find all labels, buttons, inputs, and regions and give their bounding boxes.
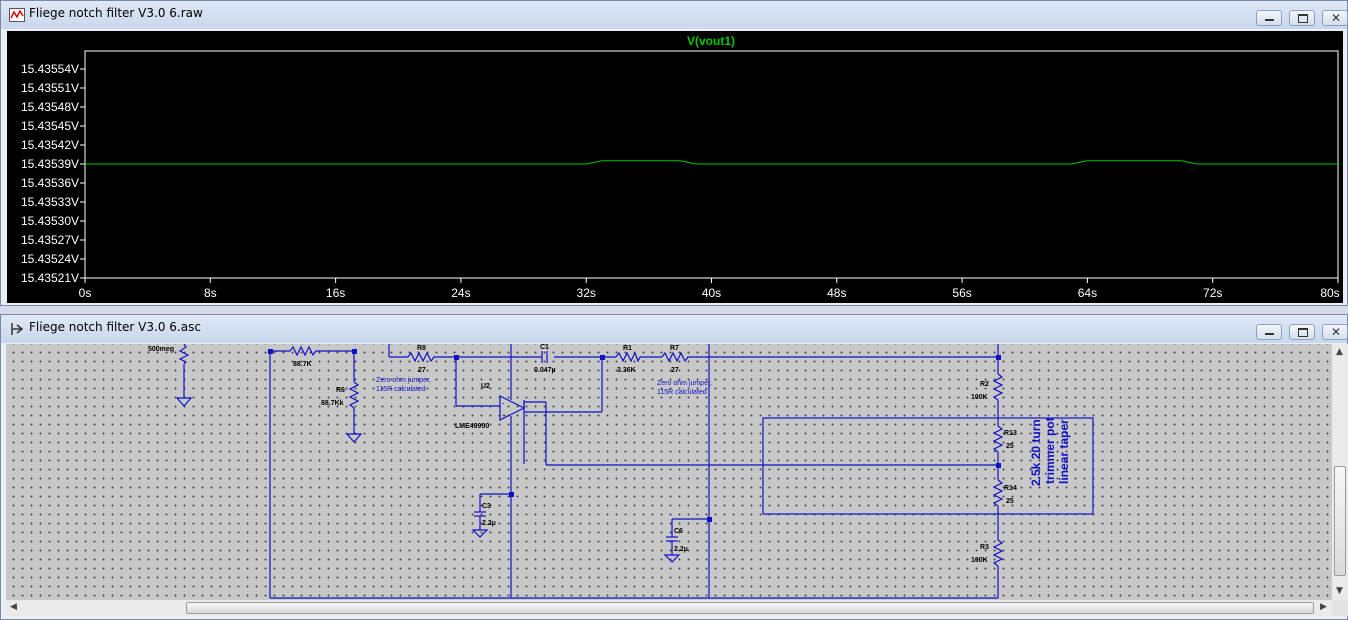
label-r13-value: 25 [1006, 443, 1014, 450]
x-tick-label: 16s [326, 286, 345, 300]
label-c1-value: 0.047µ [534, 367, 556, 374]
waveform-window-title: Fliege notch filter V3.0 6.raw [29, 6, 203, 20]
x-axis: 0s 8s 16s 24s 32s 40s 48s 56s 64s 72s 80s [79, 278, 1340, 300]
label-r-top-value: 88.7K [293, 361, 312, 368]
scroll-down-icon[interactable]: ▼ [1336, 586, 1343, 596]
note1-line2: 115R calculated [376, 386, 426, 393]
opamp-minus: - [502, 401, 505, 408]
y-tick-label: 15.43551V [21, 81, 79, 95]
scroll-up-icon[interactable]: ▲ [1336, 347, 1343, 357]
vertical-scrollbar[interactable]: ▲ ▼ [1332, 344, 1348, 600]
horizontal-scrollbar[interactable]: ◀ ▶ [6, 600, 1332, 616]
minimize-button[interactable] [1256, 324, 1282, 340]
y-tick-label: 15.43533V [21, 195, 79, 209]
schematic-app-icon [11, 323, 24, 335]
scrollbar-corner [1332, 600, 1348, 616]
waveform-window: Fliege notch filter V3.0 6.raw ✕ V(vout1… [0, 0, 1348, 306]
x-tick-label: 64s [1078, 286, 1097, 300]
note2-line1: Zero ohm jumper, [657, 380, 712, 387]
label-r7-value: 27 [671, 367, 679, 374]
label-u2: U2 [481, 383, 490, 390]
label-c6-value: 2.2µ [674, 546, 688, 553]
label-r8-value: 27 [418, 367, 426, 374]
y-tick-label: 15.43542V [21, 138, 79, 152]
label-r3-value: 100K [971, 557, 988, 564]
y-tick-label: 15.43545V [21, 119, 79, 133]
vertical-scroll-thumb[interactable] [1334, 466, 1346, 576]
horizontal-scroll-thumb[interactable] [186, 602, 1314, 614]
label-500meg: 500meg [148, 346, 174, 353]
label-r2-value: 100K [971, 394, 988, 401]
label-r6-value: 88.7Kk [321, 400, 344, 407]
label-r6-name: R6 [336, 387, 345, 394]
x-tick-label: 56s [952, 286, 971, 300]
x-tick-label: 0s [79, 286, 92, 300]
minimize-button[interactable] [1256, 10, 1282, 26]
label-r8-name: R8 [417, 345, 426, 352]
y-axis: 15.43554V 15.43551V 15.43548V 15.43545V 15.4… [21, 62, 85, 285]
waveform-plot-svg: V(vout1) 15.43554V15.43551V15.43548V15.4… [21, 34, 1340, 300]
x-tick-label: 8s [204, 286, 217, 300]
y-tick-label: 15.43536V [21, 176, 79, 190]
schematic-drawing: - + 500meg 88.7K R6 88.7Kk R8 27 U2 LME4… [148, 344, 1094, 599]
label-r1-name: R1 [623, 345, 632, 352]
restore-button[interactable] [1289, 324, 1315, 340]
y-tick-label: 15.43521V [21, 271, 79, 285]
label-r1-value: 3.36K [617, 367, 636, 374]
y-tick-label: 15.43527V [21, 233, 79, 247]
y-tick-label: 15.43554V [21, 62, 79, 76]
x-tick-label: 80s [1320, 286, 1339, 300]
label-r7-name: R7 [670, 345, 679, 352]
y-tick-label: 15.43539V [21, 157, 79, 171]
label-c3-value: 2.2µ [482, 520, 496, 527]
label-c1-name: C1 [540, 344, 549, 351]
x-tick-label: 40s [702, 286, 721, 300]
close-button[interactable]: ✕ [1322, 10, 1348, 26]
x-tick-label: 24s [451, 286, 470, 300]
label-r13-name: R13 [1004, 430, 1017, 437]
waveform-titlebar[interactable]: Fliege notch filter V3.0 6.raw ✕ [1, 1, 1348, 29]
pot-note-line3: linear taper [1057, 419, 1071, 484]
y-tick-label: 15.43548V [21, 100, 79, 114]
note1-line1: Zero ohm jumper, [376, 377, 431, 384]
scroll-left-icon[interactable]: ◀ [10, 602, 17, 612]
x-tick-label: 72s [1203, 286, 1222, 300]
label-c6-name: C6 [674, 528, 683, 535]
y-tick-label: 15.43530V [21, 214, 79, 228]
label-r2-name: R2 [980, 381, 989, 388]
schematic-canvas[interactable]: - + 500meg 88.7K R6 88.7Kk R8 27 U2 LME4… [6, 344, 1332, 600]
opamp-plus: + [502, 413, 506, 420]
label-r3-name: R3 [980, 544, 989, 551]
pot-note-line2: trimmer pot [1043, 417, 1057, 484]
vout1-trace[interactable] [85, 160, 1338, 165]
label-r14-value: 25 [1006, 498, 1014, 505]
x-tick-label: 32s [577, 286, 596, 300]
note2-line2: 115R calculated [657, 389, 707, 396]
scroll-right-icon[interactable]: ▶ [1320, 602, 1327, 612]
label-lme49990: LME49990 [455, 423, 489, 430]
schematic-window-title: Fliege notch filter V3.0 6.asc [29, 320, 201, 334]
close-button[interactable]: ✕ [1322, 324, 1348, 340]
trace-label[interactable]: V(vout1) [687, 34, 735, 48]
waveform-app-icon [9, 8, 25, 22]
restore-button[interactable] [1289, 10, 1315, 26]
label-c3-name: C3 [482, 503, 491, 510]
pot-note-line1: 2.5k 20 turn [1029, 419, 1043, 486]
y-tick-label: 15.43524V [21, 252, 79, 266]
x-tick-label: 48s [827, 286, 846, 300]
schematic-titlebar[interactable]: Fliege notch filter V3.0 6.asc ✕ [1, 315, 1348, 343]
label-r14-name: R14 [1004, 485, 1017, 492]
